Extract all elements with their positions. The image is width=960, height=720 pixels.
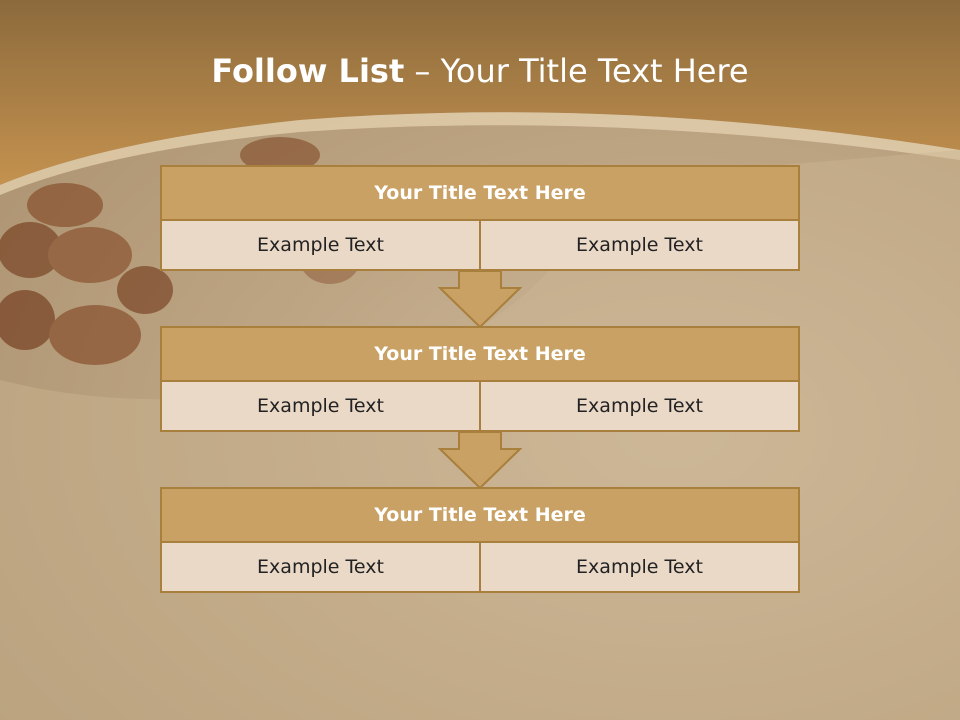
block-cell-right: Example Text bbox=[479, 382, 798, 430]
header-curve bbox=[0, 112, 960, 195]
header-band bbox=[0, 0, 960, 185]
block-cell-left: Example Text bbox=[162, 543, 479, 591]
slide-title-bold: Follow List bbox=[211, 52, 405, 90]
block-row: Example Text Example Text bbox=[160, 221, 800, 271]
block-row: Example Text Example Text bbox=[160, 382, 800, 432]
list-block: Your Title Text Here Example Text Exampl… bbox=[160, 326, 800, 432]
block-cell-left: Example Text bbox=[162, 221, 479, 269]
list-block: Your Title Text Here Example Text Exampl… bbox=[160, 165, 800, 271]
down-arrow-icon bbox=[438, 270, 522, 329]
block-row: Example Text Example Text bbox=[160, 543, 800, 593]
block-title: Your Title Text Here bbox=[160, 165, 800, 221]
slide-title-rest: – Your Title Text Here bbox=[404, 52, 749, 90]
down-arrow-icon bbox=[438, 431, 522, 490]
slide-title: Follow List – Your Title Text Here bbox=[0, 52, 960, 90]
block-title: Your Title Text Here bbox=[160, 326, 800, 382]
block-cell-right: Example Text bbox=[479, 543, 798, 591]
list-block: Your Title Text Here Example Text Exampl… bbox=[160, 487, 800, 593]
block-cell-left: Example Text bbox=[162, 382, 479, 430]
block-title: Your Title Text Here bbox=[160, 487, 800, 543]
block-cell-right: Example Text bbox=[479, 221, 798, 269]
